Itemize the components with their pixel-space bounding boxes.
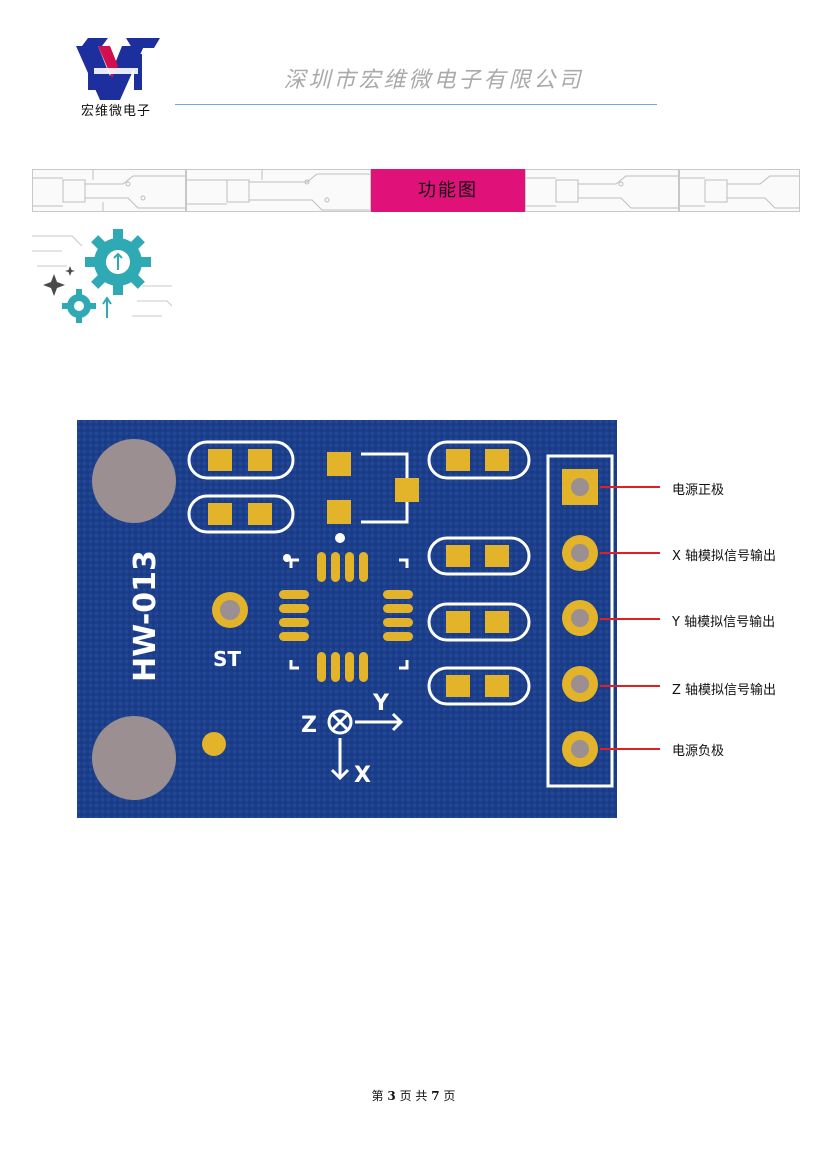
- company-logo: [76, 38, 160, 100]
- board-model-label: HW-013: [128, 550, 163, 682]
- callout-x-axis-output: X 轴模拟信号输出: [672, 549, 777, 564]
- circuit-pattern-panel: [679, 169, 800, 212]
- axis-label-z: Z: [301, 713, 317, 738]
- company-name: 深圳市宏维微电子有限公司: [283, 68, 584, 93]
- circuit-pattern-panel: [186, 169, 371, 212]
- logo-caption: 宏维微电子: [80, 104, 151, 119]
- callout-line: [600, 618, 660, 620]
- axis-label-y: Y: [372, 691, 390, 716]
- callout-line: [600, 685, 660, 687]
- callout-line: [600, 748, 660, 750]
- callout-power-positive: 电源正极: [672, 483, 725, 498]
- test-pad-label: ST: [213, 647, 241, 671]
- footer-mid: 页 共: [399, 1089, 428, 1103]
- callout-power-negative: 电源负极: [672, 744, 725, 759]
- section-title-band: 功能图: [32, 169, 800, 212]
- callout-y-axis-output: Y 轴模拟信号输出: [672, 615, 776, 630]
- circuit-pattern-panel: [525, 169, 679, 212]
- gear-decoration: [32, 229, 172, 323]
- footer-suffix: 页: [443, 1089, 456, 1103]
- section-title: 功能图: [371, 169, 525, 212]
- callout-line: [600, 552, 660, 554]
- footer-page-number: 3: [387, 1089, 396, 1103]
- circuit-pattern-panel: [32, 169, 186, 212]
- footer-total-pages: 7: [431, 1089, 440, 1103]
- callout-line: [600, 486, 660, 488]
- header-rule: [175, 104, 657, 105]
- page-footer: 第 3 页 共 7 页: [0, 1087, 827, 1104]
- footer-prefix: 第: [371, 1089, 384, 1103]
- mounting-hole: [92, 716, 176, 800]
- axis-label-x: X: [354, 763, 371, 788]
- pin-header: [562, 469, 598, 767]
- mounting-hole: [92, 439, 176, 523]
- pcb-board: HW-013 ST Z Y X: [77, 420, 617, 818]
- callout-z-axis-output: Z 轴模拟信号输出: [672, 683, 777, 698]
